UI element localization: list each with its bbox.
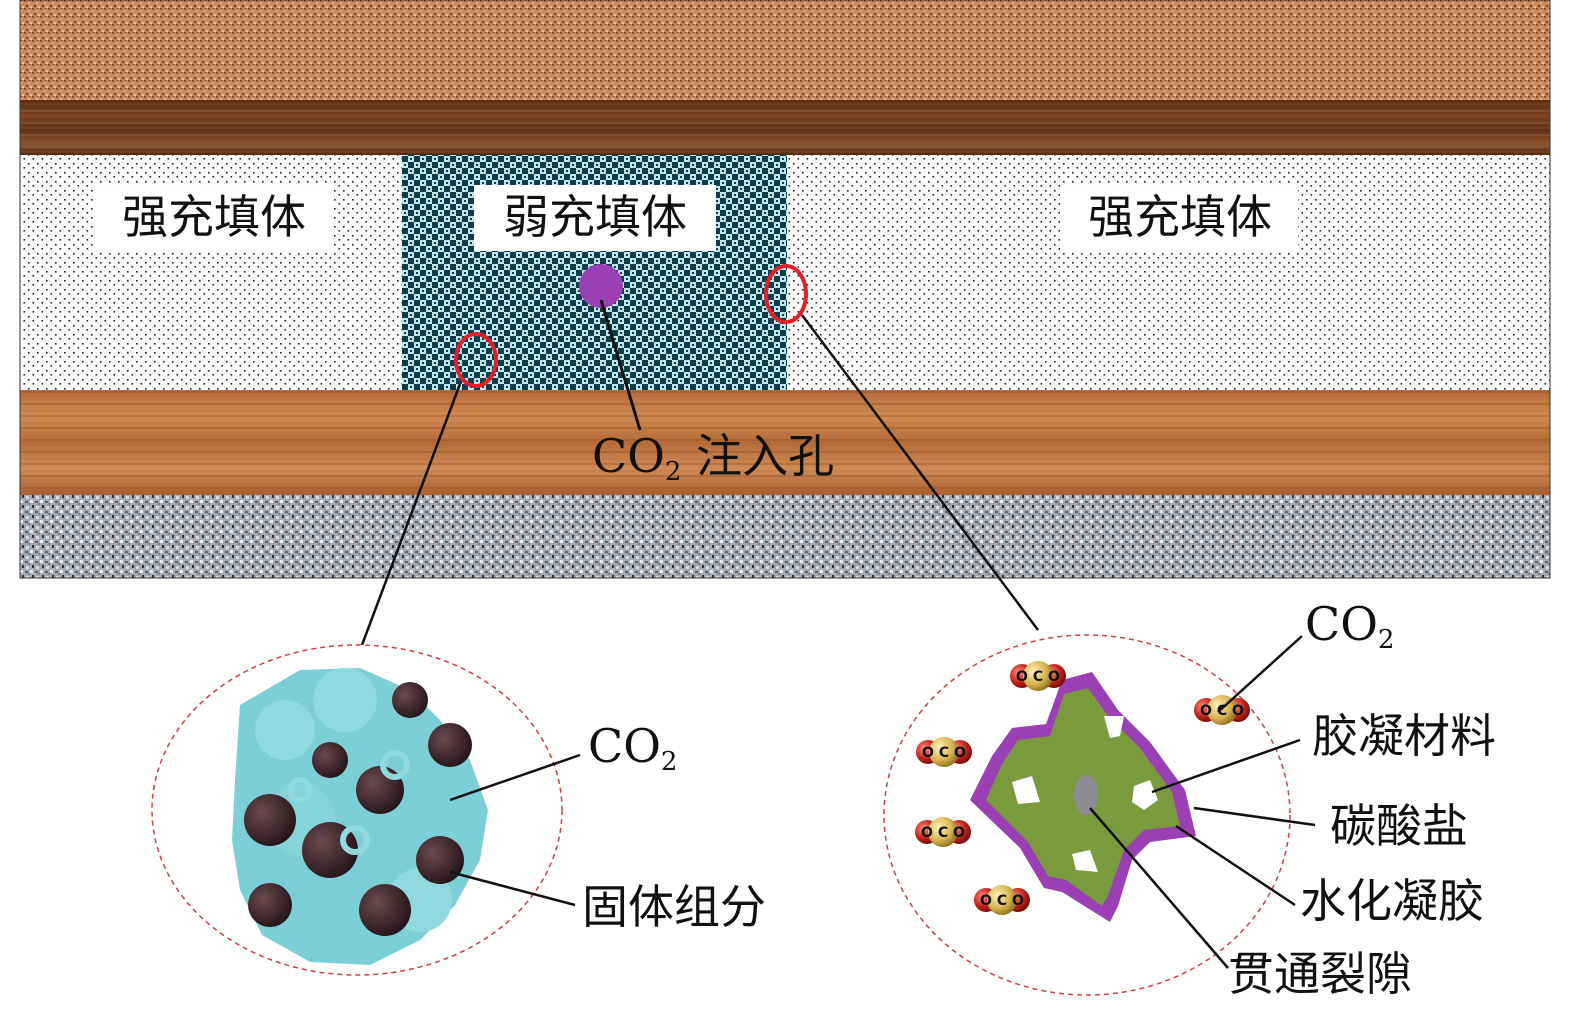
- cementitious-material-label: 胶凝材料: [1312, 709, 1496, 763]
- injection-leader-line: [599, 299, 642, 431]
- strong-fill-left-label: 强充填体: [122, 190, 306, 244]
- right-co2-label: CO2: [1305, 597, 1394, 655]
- molecule-atom-letter: O: [922, 745, 934, 761]
- cement-particle: [1072, 850, 1098, 872]
- highlight-ring-right: [764, 264, 808, 324]
- co2-injection-label: CO2 注入孔: [592, 429, 834, 487]
- zoom-leader-right: [800, 314, 1040, 631]
- molecule-atom-letter: O: [921, 825, 933, 841]
- molecule-atom-letter: O: [954, 745, 966, 761]
- zoom-leader-left: [360, 383, 462, 646]
- right-co2-leader: [1217, 635, 1303, 713]
- highlight-ring-left: [454, 332, 498, 388]
- molecule-atom-letter: O: [980, 893, 992, 909]
- co2-injection-hole: [579, 264, 623, 308]
- molecule-atom-letter: C: [938, 825, 948, 841]
- left-co2-label: CO2: [588, 719, 677, 777]
- topsoil-layer: [20, 0, 1550, 100]
- molecule-atom-letter: O: [953, 825, 965, 841]
- molecule-atom-letter: O: [1232, 703, 1244, 719]
- strong-fill-right-label: 强充填体: [1088, 190, 1272, 244]
- molecule-atom-letter: O: [1016, 669, 1028, 685]
- through-crack-label: 贯通裂隙: [1228, 947, 1412, 1001]
- solid-leader: [449, 870, 576, 907]
- cement-particle: [1012, 776, 1040, 804]
- solid-component-label: 固体组分: [582, 880, 766, 934]
- molecule-atom-letter: C: [1217, 703, 1227, 719]
- cement-particle: [1104, 716, 1124, 738]
- left-co2-leader: [449, 753, 581, 802]
- zone-labels: 强充填体 弱充填体 强充填体: [95, 185, 1298, 251]
- strata: [19, 0, 1551, 579]
- molecule-atom-letter: O: [1048, 669, 1060, 685]
- molecule-atom-letter: C: [939, 745, 949, 761]
- molecule-atom-letter: C: [1033, 669, 1043, 685]
- through-crack: [1074, 775, 1098, 815]
- carbonate-label: 碳酸盐: [1330, 799, 1468, 853]
- molecule-atom-letter: C: [997, 893, 1007, 909]
- weak-fill-label: 弱充填体: [503, 190, 687, 244]
- carbonate-leader: [1193, 806, 1316, 827]
- cement-leader: [1151, 738, 1301, 794]
- molecule-atom-letter: O: [1012, 893, 1024, 909]
- particle-cluster: [232, 668, 488, 965]
- gravel-base-layer: [20, 495, 1550, 578]
- left-zoom-bubble: CO2 固体组分: [151, 644, 766, 976]
- gel-leader: [1175, 824, 1296, 907]
- hydration-gel-label: 水化凝胶: [1300, 874, 1484, 928]
- crack-leader: [1089, 807, 1229, 969]
- cement-particle: [1132, 780, 1158, 810]
- molecule-atom-letter: O: [1200, 703, 1212, 719]
